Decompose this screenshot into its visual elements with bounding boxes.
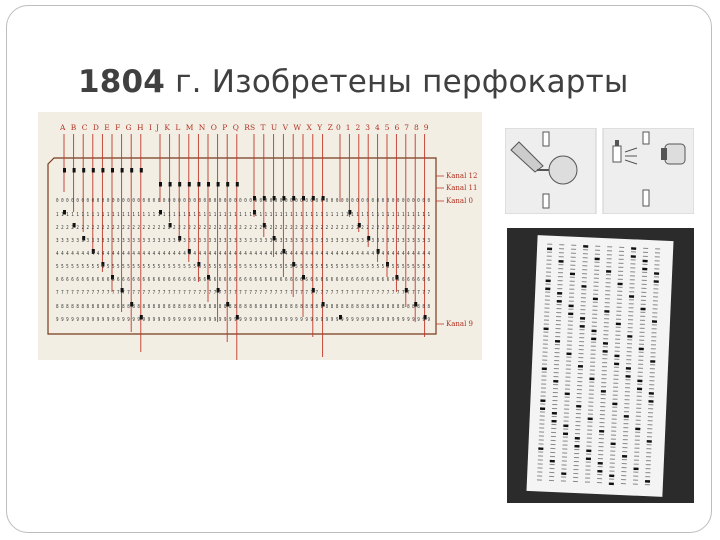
slide-title: 1804 г. Изобретены перфокарты xyxy=(78,64,629,100)
light-reader-icon xyxy=(612,131,686,207)
card-digit-rows: 0 0 0 0 0 0 0 0 0 0 0 0 0 0 0 0 0 0 0 0 … xyxy=(56,198,430,323)
red-connector-lines xyxy=(63,134,426,360)
card-row-4: 4 4 4 4 4 4 4 4 4 4 4 4 4 4 4 4 4 4 4 4 … xyxy=(56,251,430,257)
card-row-9: 9 9 9 9 9 9 9 9 9 9 9 9 9 9 9 9 9 9 9 9 … xyxy=(56,317,430,323)
card-row-7: 7 7 7 7 7 7 7 7 7 7 7 7 7 7 7 7 7 7 7 7 … xyxy=(56,290,430,296)
card-row-6: 6 6 6 6 6 6 6 6 6 6 6 6 6 6 6 6 6 6 6 6 … xyxy=(56,277,430,283)
kanal-11-label: Kanal 11 xyxy=(446,184,477,192)
reader-illustrations xyxy=(504,127,695,215)
photo-card-holes xyxy=(538,245,660,486)
card-letters-j-r: J K L M N O P Q R xyxy=(155,123,251,132)
pin-reader-icon xyxy=(510,131,578,209)
photo-card-digit-grid xyxy=(536,243,661,486)
card-row-1: 1 1 1 1 1 1 1 1 1 1 1 1 1 1 1 1 1 1 1 1 … xyxy=(56,212,430,218)
card-letters-s-z: S T U V W X Y Z xyxy=(250,123,334,132)
kanal-0-label: Kanal 0 xyxy=(446,197,473,205)
card-row-2: 2 2 2 2 2 2 2 2 2 2 2 2 2 2 2 2 2 2 2 2 … xyxy=(56,225,430,231)
punched-card-photo xyxy=(507,228,694,503)
kanal-9-label: Kanal 9 xyxy=(446,320,473,328)
card-row-0: 0 0 0 0 0 0 0 0 0 0 0 0 0 0 0 0 0 0 0 0 … xyxy=(56,198,430,204)
punch-card-diagram: A B C D E F G H I J K L M N O P Q R S T … xyxy=(38,112,482,360)
card-digits: 0 1 2 3 4 5 6 7 8 9 xyxy=(336,123,430,132)
card-row-3: 3 3 3 3 3 3 3 3 3 3 3 3 3 3 3 3 3 3 3 3 … xyxy=(56,238,430,244)
title-text: г. Изобретены перфокарты xyxy=(165,64,629,100)
card-outline xyxy=(47,157,437,335)
photo-card xyxy=(526,235,674,497)
punched-holes xyxy=(63,168,427,320)
card-row-8: 8 8 8 8 8 8 8 8 8 8 8 8 8 8 8 8 8 8 8 8 … xyxy=(56,304,430,310)
card-row-5: 5 5 5 5 5 5 5 5 5 5 5 5 5 5 5 5 5 5 5 5 … xyxy=(56,264,430,270)
title-year: 1804 xyxy=(78,64,166,100)
kanal-12-label: Kanal 12 xyxy=(446,172,477,180)
card-letters-a-i: A B C D E F G H I xyxy=(59,123,153,132)
